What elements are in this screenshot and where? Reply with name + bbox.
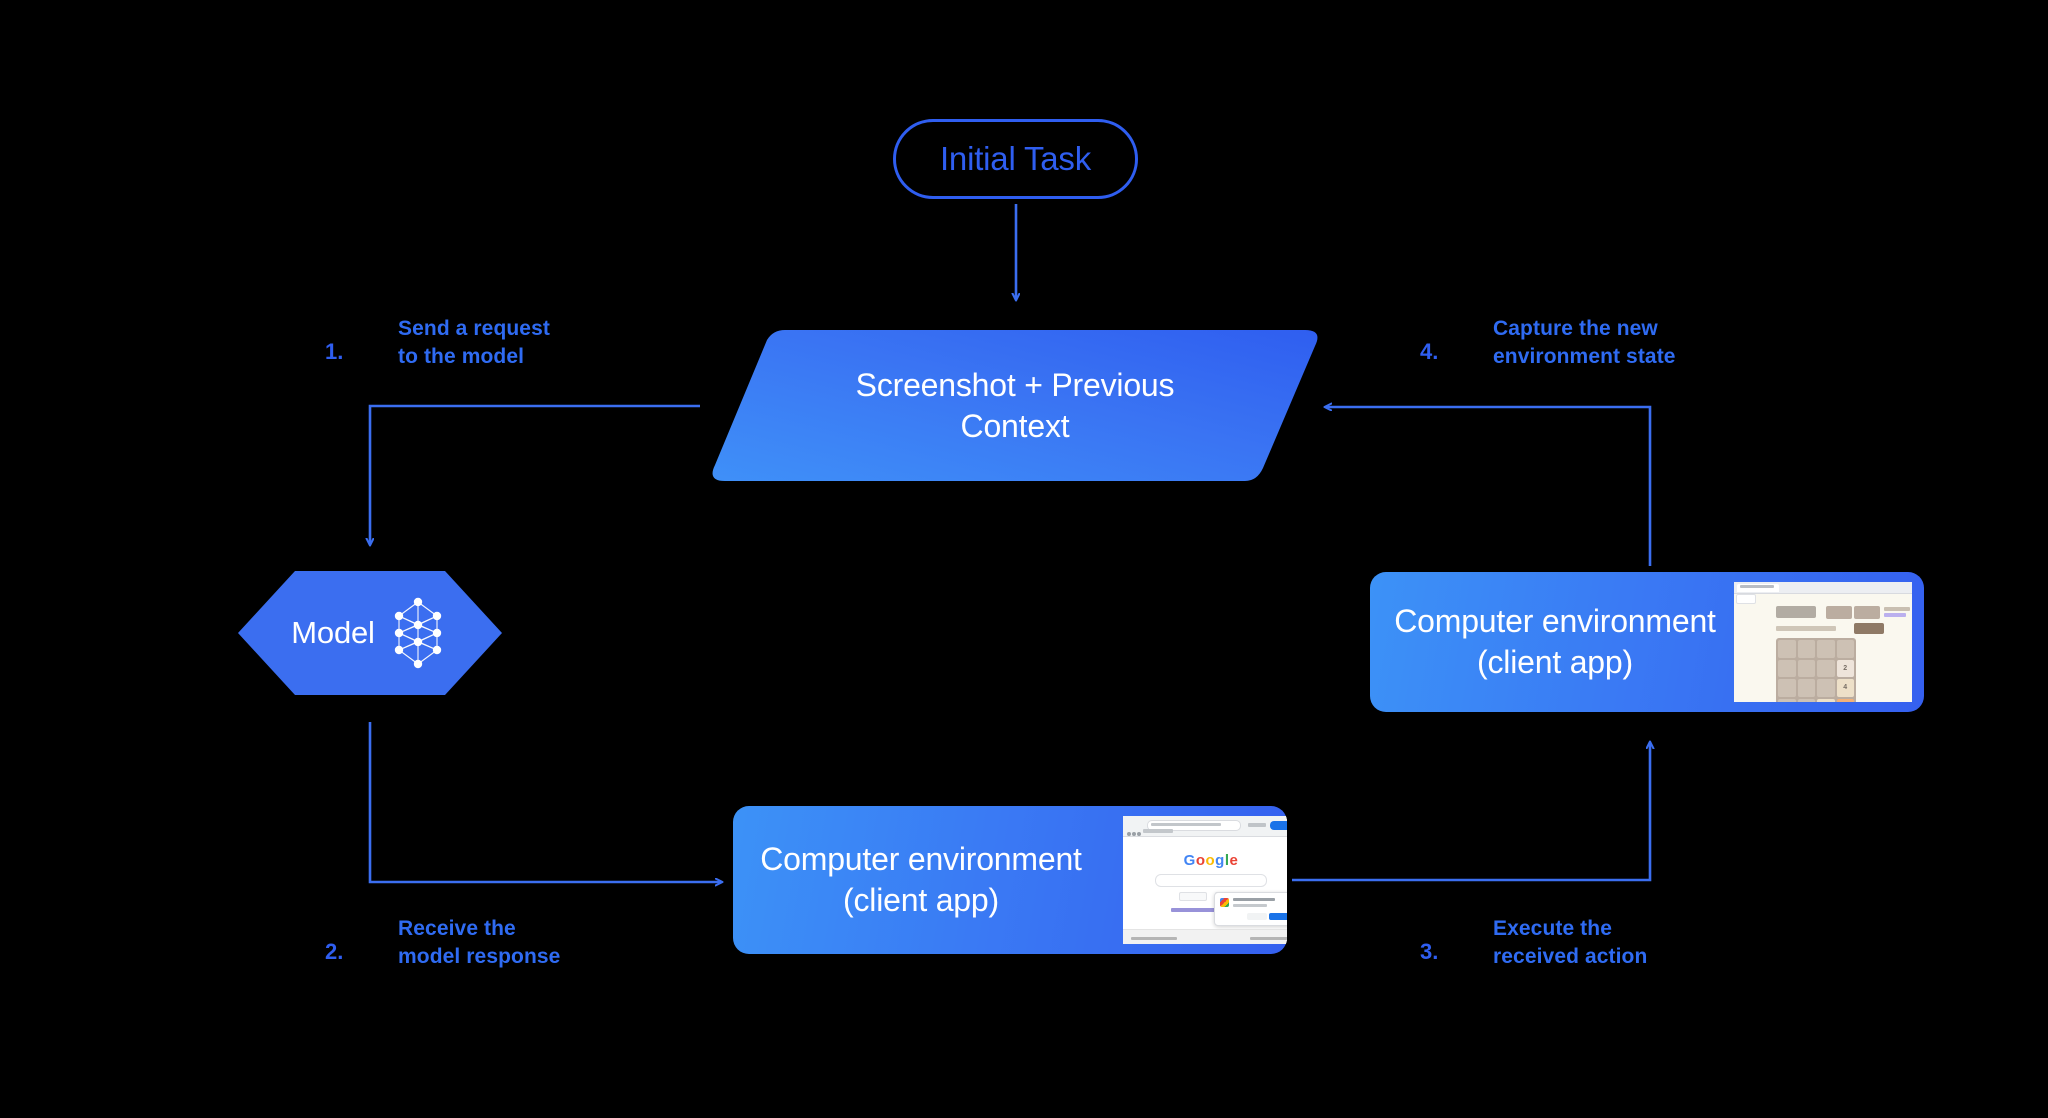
footer-left-links bbox=[1131, 937, 1177, 940]
browser-tabbar bbox=[1734, 582, 1912, 594]
env-right-label: Computer environment (client app) bbox=[1370, 601, 1740, 683]
node-screenshot-context[interactable]: Screenshot + Previous Context bbox=[705, 328, 1325, 483]
env-right-line-1: Computer environment bbox=[1394, 603, 1716, 640]
step-1: 1. Send a request to the model bbox=[325, 310, 625, 390]
page-footer bbox=[1123, 929, 1287, 944]
game-subtitle bbox=[1776, 626, 1836, 631]
search-icons bbox=[1240, 878, 1262, 883]
search-input[interactable] bbox=[1154, 874, 1267, 887]
browser-tab-strip bbox=[1143, 829, 1173, 833]
tile: 8 bbox=[1836, 698, 1854, 702]
tile bbox=[1817, 659, 1835, 677]
tile bbox=[1797, 659, 1815, 677]
popup-primary-button[interactable] bbox=[1269, 913, 1287, 920]
tile bbox=[1797, 679, 1815, 697]
browser-toolbar-icons bbox=[1248, 823, 1266, 827]
node-env-right[interactable]: Computer environment (client app) bbox=[1370, 572, 1924, 712]
step-3-number: 3. bbox=[1420, 939, 1439, 964]
tile bbox=[1836, 640, 1854, 658]
env-bottom-label: Computer environment (client app) bbox=[741, 839, 1101, 921]
tile: 2 bbox=[1836, 659, 1854, 677]
game-logo bbox=[1776, 606, 1816, 618]
tile bbox=[1778, 659, 1796, 677]
env-right-line-2: (client app) bbox=[1477, 644, 1633, 680]
tile bbox=[1778, 698, 1796, 702]
edge-env-right-to-context bbox=[1325, 407, 1652, 566]
step-4-number: 4. bbox=[1420, 339, 1439, 364]
google-search-button[interactable] bbox=[1178, 892, 1207, 901]
thumbnail-2048-game[interactable]: 2 4 4 8 bbox=[1734, 582, 1912, 702]
footer-right-links bbox=[1250, 937, 1287, 940]
browser-tab bbox=[1737, 584, 1779, 592]
language-links bbox=[1170, 908, 1251, 912]
step-1-caption: Send a request to the model bbox=[398, 317, 550, 369]
tile bbox=[1817, 679, 1835, 697]
browser-nav-dots bbox=[1127, 823, 1143, 836]
header-link-2 bbox=[1884, 613, 1906, 617]
tile bbox=[1797, 698, 1815, 702]
tile: 4 bbox=[1817, 698, 1835, 702]
hexagon-shape bbox=[238, 571, 502, 695]
context-line-2: Context bbox=[960, 407, 1070, 444]
node-initial-task[interactable]: Initial Task bbox=[893, 119, 1138, 199]
browser-address-text bbox=[1151, 823, 1221, 826]
tile bbox=[1778, 640, 1796, 658]
step-3-caption: Execute the received action bbox=[1493, 917, 1648, 969]
header-link-1 bbox=[1884, 607, 1910, 611]
edge-model-to-env-bottom bbox=[368, 722, 722, 882]
edge-env-bottom-to-env-right bbox=[1292, 742, 1650, 882]
popup-secondary-button[interactable] bbox=[1247, 913, 1267, 920]
sign-in-button[interactable] bbox=[1270, 821, 1287, 830]
env-bottom-line-1: Computer environment bbox=[760, 841, 1082, 878]
tile bbox=[1817, 640, 1835, 658]
context-line-1: Screenshot + Previous bbox=[855, 366, 1175, 403]
step-2-number: 2. bbox=[325, 939, 344, 964]
initial-task-label: Initial Task bbox=[939, 140, 1092, 177]
popup-icon bbox=[1220, 898, 1229, 907]
tile: 4 bbox=[1836, 679, 1854, 697]
popup-title bbox=[1233, 898, 1275, 901]
step-2-caption: Receive the model response bbox=[398, 917, 561, 969]
step-4-caption: Capture the new environment state bbox=[1493, 317, 1676, 369]
score-box bbox=[1826, 606, 1852, 619]
step-1-number: 1. bbox=[325, 339, 344, 364]
browser-urlbar bbox=[1736, 594, 1756, 604]
env-bottom-line-2: (client app) bbox=[843, 882, 999, 918]
parallelogram-shape bbox=[712, 330, 1318, 481]
game-board[interactable]: 2 4 4 8 bbox=[1776, 638, 1856, 702]
neural-network-icon bbox=[394, 597, 441, 669]
browser-tab-title bbox=[1740, 585, 1774, 588]
tile bbox=[1797, 640, 1815, 658]
tile bbox=[1778, 679, 1796, 697]
step-4: 4. Capture the new environment state bbox=[1420, 310, 1740, 390]
step-2: 2. Receive the model response bbox=[325, 910, 625, 990]
new-game-button[interactable] bbox=[1854, 623, 1884, 634]
screenshot-context-label: Screenshot + Previous Context bbox=[705, 328, 1325, 483]
sign-in-popup[interactable] bbox=[1214, 892, 1287, 926]
model-label: Model bbox=[291, 615, 375, 650]
best-score-box bbox=[1854, 606, 1880, 619]
step-3: 3. Execute the received action bbox=[1420, 910, 1720, 990]
edge-context-to-model bbox=[370, 404, 700, 545]
popup-body bbox=[1233, 904, 1267, 907]
node-model[interactable]: Model bbox=[237, 570, 503, 696]
